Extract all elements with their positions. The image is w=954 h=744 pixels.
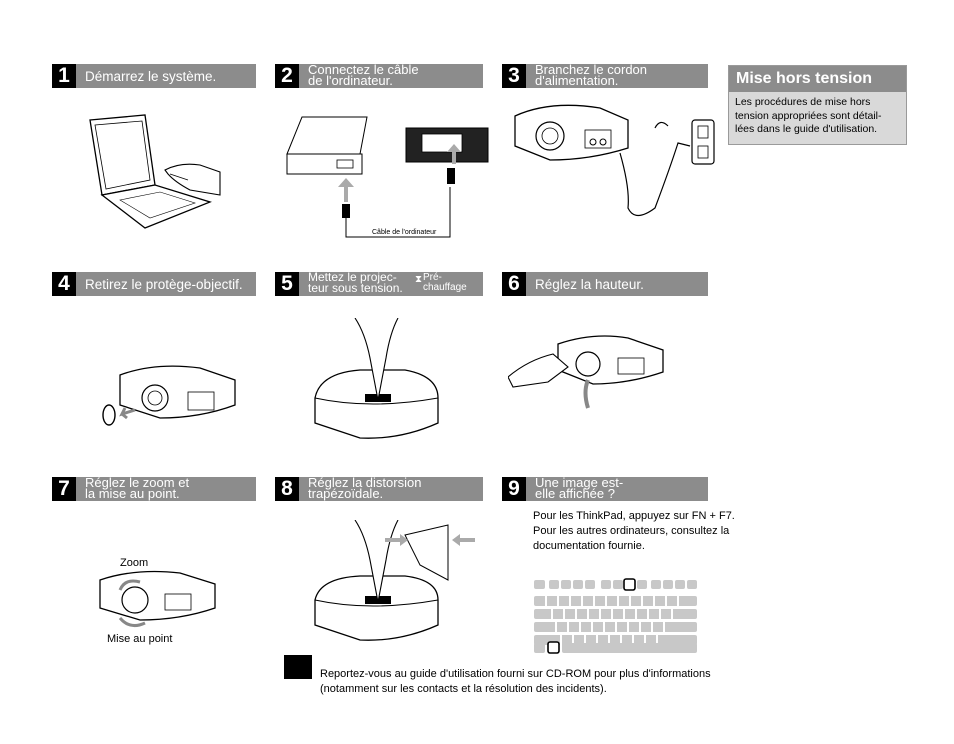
step-3-header: 3 Branchez le cordon d'alimentation.: [502, 62, 708, 88]
laptop-illustration: [89, 114, 221, 229]
cable-label: Câble de l'ordinateur: [372, 229, 437, 236]
step-title: Réglez la distorsion trapézoïdale.: [308, 475, 422, 501]
warmup-line: chauffage: [423, 282, 467, 293]
step-2-header: 2 Connectez le câble de l'ordinateur.: [275, 62, 483, 88]
power-off-box: Mise hors tension Les procédures de mise…: [728, 65, 907, 145]
power-off-line: tension appropriées sont détail-: [735, 109, 882, 122]
step-title: Connectez le câble de l'ordinateur.: [308, 62, 419, 88]
book-icon: [284, 655, 312, 679]
step-title: Une image est- elle affichée ?: [535, 475, 624, 501]
step-number: 6: [502, 272, 526, 296]
power-off-line: Les procédures de mise hors: [735, 96, 871, 108]
step-1-header: 1 Démarrez le système.: [52, 64, 256, 88]
step-6-header: 6 Réglez la hauteur.: [502, 272, 708, 296]
step-title-line: la mise au point.: [85, 486, 180, 501]
step-title-line: Branchez le cordon: [535, 62, 648, 77]
step9-instructions: Pour les ThinkPad, appuyez sur FN + F7. …: [533, 509, 735, 554]
step-number: 1: [52, 64, 76, 88]
power-off-line: lées dans le guide d'utilisation.: [735, 123, 878, 135]
step-4-header: 4 Retirez le protège-objectif.: [52, 272, 256, 296]
step-title: Branchez le cordon d'alimentation.: [535, 62, 648, 88]
step-title-line: teur sous tension.: [308, 281, 403, 295]
step-9-header: 9 Une image est- elle affichée ?: [502, 475, 708, 501]
power-cord-illustration: [514, 104, 715, 217]
step-8-header: 8 Réglez la distorsion trapézoïdale.: [275, 475, 483, 501]
step-title-line: Mettez le projec-: [308, 270, 397, 284]
focus-label: Mise au point: [107, 633, 173, 645]
hourglass-icon: ⧗: [415, 274, 423, 285]
step-number: 9: [502, 477, 526, 501]
step-5-header: 5 Mettez le projec- teur sous tension. ⧗…: [275, 270, 483, 296]
step-number: 2: [275, 64, 299, 88]
footer-note: Reportez-vous au guide d'utilisation fou…: [320, 667, 711, 697]
power-on-illustration: [314, 318, 439, 439]
zoom-label: Zoom: [120, 557, 149, 569]
power-off-title: Mise hors tension: [729, 66, 906, 92]
step-number: 8: [275, 477, 299, 501]
step-title-line: Connectez le câble: [308, 62, 419, 77]
lens-cap-illustration: [102, 365, 236, 426]
zoom-focus-illustration: [99, 570, 216, 628]
footer-line: Reportez-vous au guide d'utilisation fou…: [320, 668, 711, 680]
step-title-line: Une image est-: [535, 475, 624, 490]
step-number: 5: [275, 272, 299, 296]
power-off-body: Les procédures de mise hors tension appr…: [729, 92, 906, 141]
step-title: Réglez le zoom et la mise au point.: [85, 475, 190, 501]
step-title: Retirez le protège-objectif.: [85, 276, 243, 292]
step-title: Mettez le projec- teur sous tension.: [308, 270, 403, 296]
instruction-line: documentation fournie.: [533, 540, 645, 552]
height-adjust-illustration: [508, 335, 664, 409]
step-title: Démarrez le système.: [85, 68, 217, 84]
step-title-line: Réglez le zoom et: [85, 475, 190, 490]
step-title-line: trapézoïdale.: [308, 486, 384, 501]
cable-connection-illustration: Câble de l'ordinateur: [286, 116, 489, 238]
step-title-line: de l'ordinateur.: [308, 73, 393, 88]
keyboard-illustration: [534, 578, 697, 654]
step-number: 3: [502, 64, 526, 88]
footer-line: (notamment sur les contacts et la résolu…: [320, 683, 607, 695]
warmup-label: ⧗ Pré- chauffage: [415, 272, 467, 293]
step-title: Réglez la hauteur.: [535, 276, 644, 292]
step-number: 7: [52, 477, 76, 501]
step-title-line: d'alimentation.: [535, 73, 619, 88]
instruction-line: Pour les ThinkPad, appuyez sur FN + F7.: [533, 510, 735, 522]
keystone-illustration: [314, 520, 475, 641]
step-number: 4: [52, 272, 76, 296]
instruction-line: Pour les autres ordinateurs, consultez l…: [533, 525, 730, 537]
step-title-line: elle affichée ?: [535, 486, 615, 501]
step-7-header: 7 Réglez le zoom et la mise au point.: [52, 475, 256, 501]
warmup-line: Pré-: [423, 272, 442, 283]
step-title-line: Réglez la distorsion: [308, 475, 422, 490]
